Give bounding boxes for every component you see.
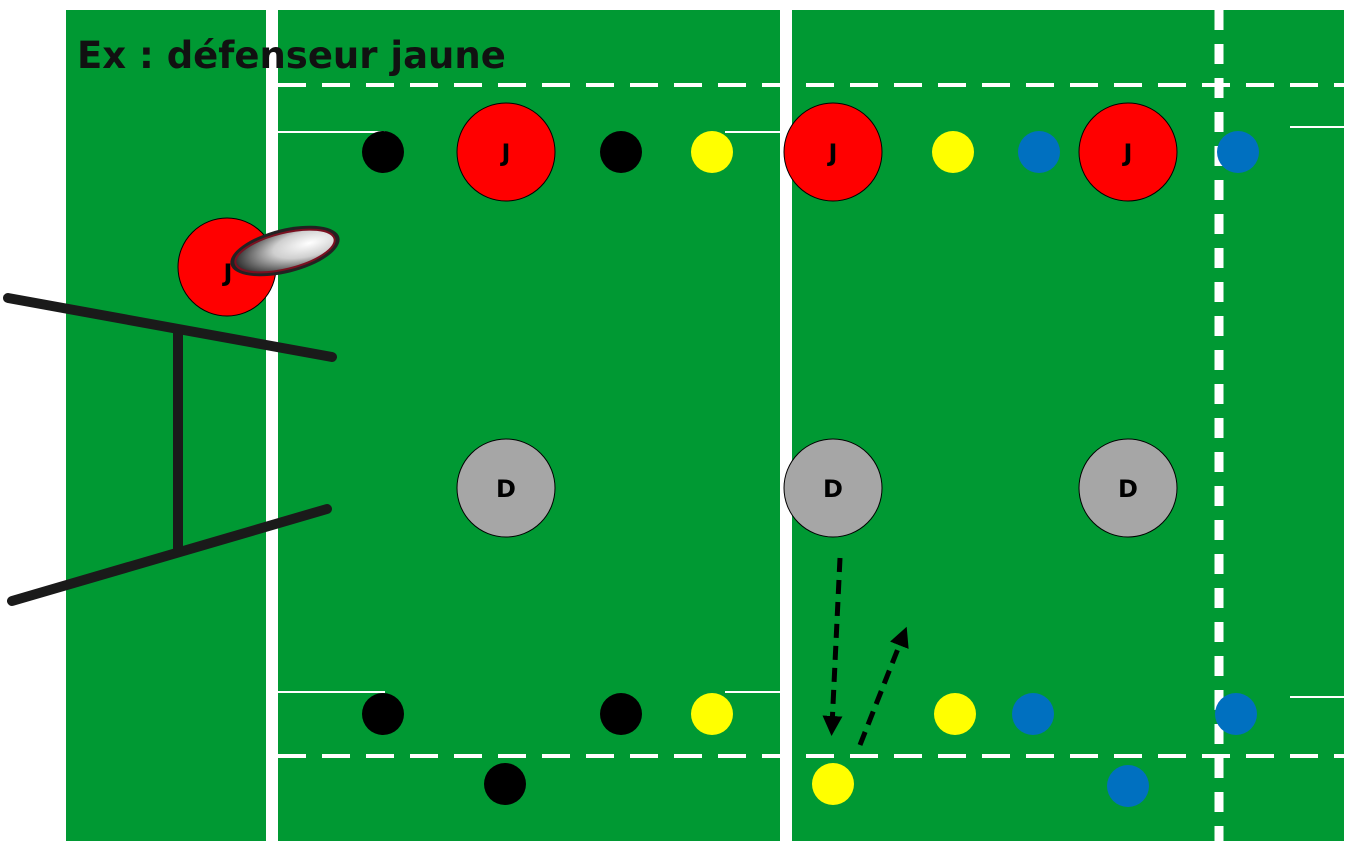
attacker-player: J xyxy=(784,103,882,201)
cone-black xyxy=(600,131,642,173)
cone-black xyxy=(362,693,404,735)
cone-black xyxy=(600,693,642,735)
cone-blue xyxy=(1018,131,1060,173)
cone-yellow xyxy=(934,693,976,735)
cone-blue xyxy=(1215,693,1257,735)
defender-player: D xyxy=(457,439,555,537)
diagram-title: Ex : défenseur jaune xyxy=(77,34,506,77)
defender-label: D xyxy=(1118,475,1138,503)
cone-blue xyxy=(1012,693,1054,735)
try-line xyxy=(266,10,278,841)
cone-yellow xyxy=(691,693,733,735)
cone-yellow xyxy=(932,131,974,173)
attacker-player: J xyxy=(1079,103,1177,201)
cone-black xyxy=(362,131,404,173)
cone-black xyxy=(484,763,526,805)
cone-blue xyxy=(1217,131,1259,173)
cone-blue xyxy=(1107,765,1149,807)
cone-yellow xyxy=(812,763,854,805)
defender-label: D xyxy=(823,475,843,503)
attacker-player: J xyxy=(457,103,555,201)
defender-player: D xyxy=(1079,439,1177,537)
defender-label: D xyxy=(496,475,516,503)
attacker-label: J xyxy=(1122,139,1133,167)
defender-player: D xyxy=(784,439,882,537)
attacker-label: J xyxy=(827,139,838,167)
cone-yellow xyxy=(691,131,733,173)
attacker-label: J xyxy=(500,139,511,167)
